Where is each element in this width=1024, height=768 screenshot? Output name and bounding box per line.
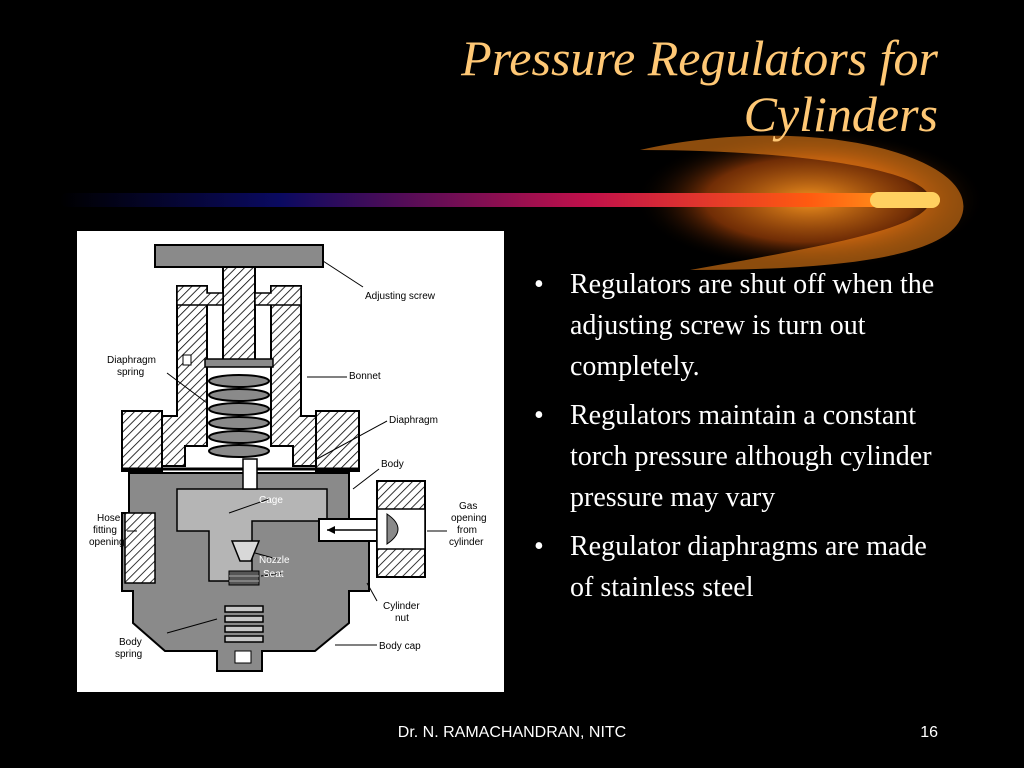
footer-author: Dr. N. RAMACHANDRAN, NITC bbox=[397, 724, 627, 741]
bullet-list: • Regulators are shut off when the adjust… bbox=[528, 264, 948, 616]
bullet-item: • Regulators are shut off when the adjust… bbox=[528, 264, 948, 387]
label-nozzle: Nozzle bbox=[259, 555, 290, 566]
label-body: Body bbox=[381, 459, 404, 470]
label-gas-4: cylinder bbox=[449, 537, 484, 548]
seat bbox=[228, 570, 260, 586]
label-seat: Seat bbox=[263, 569, 284, 580]
decorative-swoosh bbox=[60, 130, 985, 270]
adjusting-screw-stem bbox=[222, 266, 256, 366]
label-diaphragm: Diaphragm bbox=[389, 415, 438, 426]
label-adjusting-screw: Adjusting screw bbox=[365, 291, 436, 302]
nozzle bbox=[230, 540, 261, 562]
page-number: 16 bbox=[920, 724, 938, 741]
label-body-spring-1: Body bbox=[119, 637, 142, 648]
label-gas-3: from bbox=[457, 525, 477, 536]
label-cylinder-nut-2: nut bbox=[395, 613, 409, 624]
label-gas-2: opening bbox=[451, 513, 487, 524]
title-line-1: Pressure Regulators for bbox=[461, 30, 938, 86]
title-line-2: Cylinders bbox=[743, 86, 938, 142]
body-spring bbox=[224, 605, 264, 643]
bullet-text: Regulator diaphragms are made of stainle… bbox=[570, 531, 927, 603]
label-diaphragm-spring-1: Diaphragm bbox=[107, 355, 156, 366]
bullet-dot: • bbox=[534, 400, 544, 431]
adjusting-screw-head bbox=[154, 244, 324, 268]
regulator-diagram: Adjusting screw Diaphragm spring Bonnet … bbox=[77, 231, 504, 692]
bullet-text: Regulators are shut off when the adjusti… bbox=[570, 269, 935, 382]
cage bbox=[242, 458, 258, 490]
label-diaphragm-spring-2: spring bbox=[117, 367, 144, 378]
bullet-item: • Regulator diaphragms are made of stainl… bbox=[528, 526, 948, 608]
diaphragm-spring bbox=[208, 374, 270, 458]
label-hose-2: fitting bbox=[93, 525, 117, 536]
label-hose-1: Hose bbox=[97, 513, 121, 524]
label-body-spring-2: spring bbox=[115, 649, 142, 660]
bullet-dot: • bbox=[534, 269, 544, 300]
label-bonnet: Bonnet bbox=[349, 371, 381, 382]
bullet-item: • Regulators maintain a constant torch pr… bbox=[528, 395, 948, 518]
bullet-dot: • bbox=[534, 531, 544, 562]
slide-title: Pressure Regulators for Cylinders bbox=[238, 30, 938, 142]
label-hose-3: opening bbox=[89, 537, 125, 548]
hose-fitting-opening bbox=[124, 512, 156, 584]
label-gas-1: Gas bbox=[459, 501, 477, 512]
bonnet bbox=[161, 285, 208, 467]
label-cage: Cage bbox=[259, 495, 283, 506]
label-cylinder-nut-1: Cylinder bbox=[383, 601, 420, 612]
label-body-cap: Body cap bbox=[379, 641, 421, 652]
bullet-text: Regulators maintain a constant torch pre… bbox=[570, 400, 932, 513]
